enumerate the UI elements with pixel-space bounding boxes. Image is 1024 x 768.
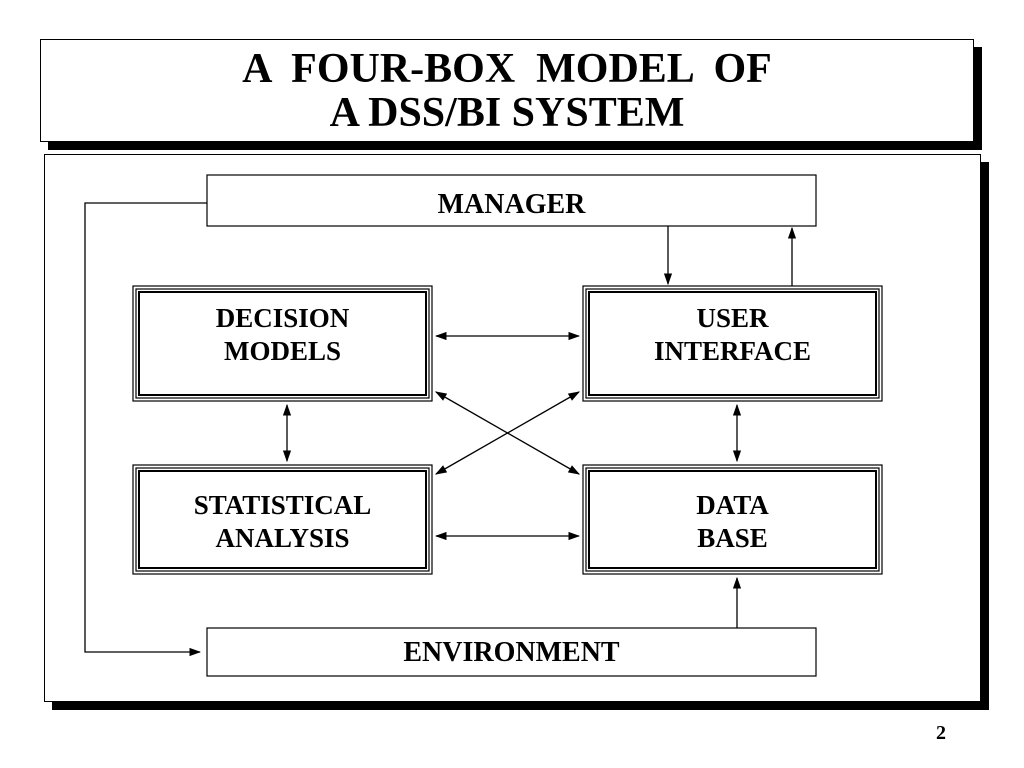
statistical-analysis-label-line-2: ANALYSIS: [215, 523, 350, 553]
data-base-box: [582, 464, 883, 575]
data-base-label-line-2: BASE: [697, 523, 768, 553]
environment-box: [206, 627, 817, 677]
manager-box: [206, 174, 817, 227]
decision-models-label: DECISION MODELS: [139, 300, 426, 370]
statistical-analysis-label: STATISTICAL ANALYSIS: [139, 487, 426, 557]
data-base-label-line-1: DATA: [696, 490, 769, 520]
page-number: 2: [936, 722, 946, 744]
user-interface-label-line-2: INTERFACE: [653, 336, 812, 366]
user-interface-statistical-analysis-arrow: [434, 391, 581, 475]
decision-models-box: [132, 285, 433, 402]
decision-models-label-line-2: MODELS: [223, 336, 342, 366]
user-interface-box: [582, 285, 883, 402]
manager-label-text: MANAGER: [437, 188, 586, 220]
manager-label: MANAGER: [207, 186, 816, 222]
slide-title: A FOUR-BOX MODEL OF A DSS/BI SYSTEM: [40, 39, 974, 142]
title-line-1: A FOUR-BOX MODEL OF: [242, 45, 772, 92]
decision-models-label-line-1: DECISION: [215, 303, 350, 333]
user-interface-label: USER INTERFACE: [589, 301, 876, 369]
statistical-analysis-label-line-1: STATISTICAL: [193, 490, 372, 520]
environment-label: ENVIRONMENT: [207, 634, 816, 670]
title-line-2: A DSS/BI SYSTEM: [329, 89, 685, 136]
user-interface-label-line-1: USER: [696, 303, 769, 333]
manager-to-environment-loop-arrow: [84, 202, 207, 657]
statistical-analysis-box: [132, 464, 433, 575]
data-base-label: DATA BASE: [589, 487, 876, 557]
environment-label-text: ENVIRONMENT: [403, 636, 620, 668]
